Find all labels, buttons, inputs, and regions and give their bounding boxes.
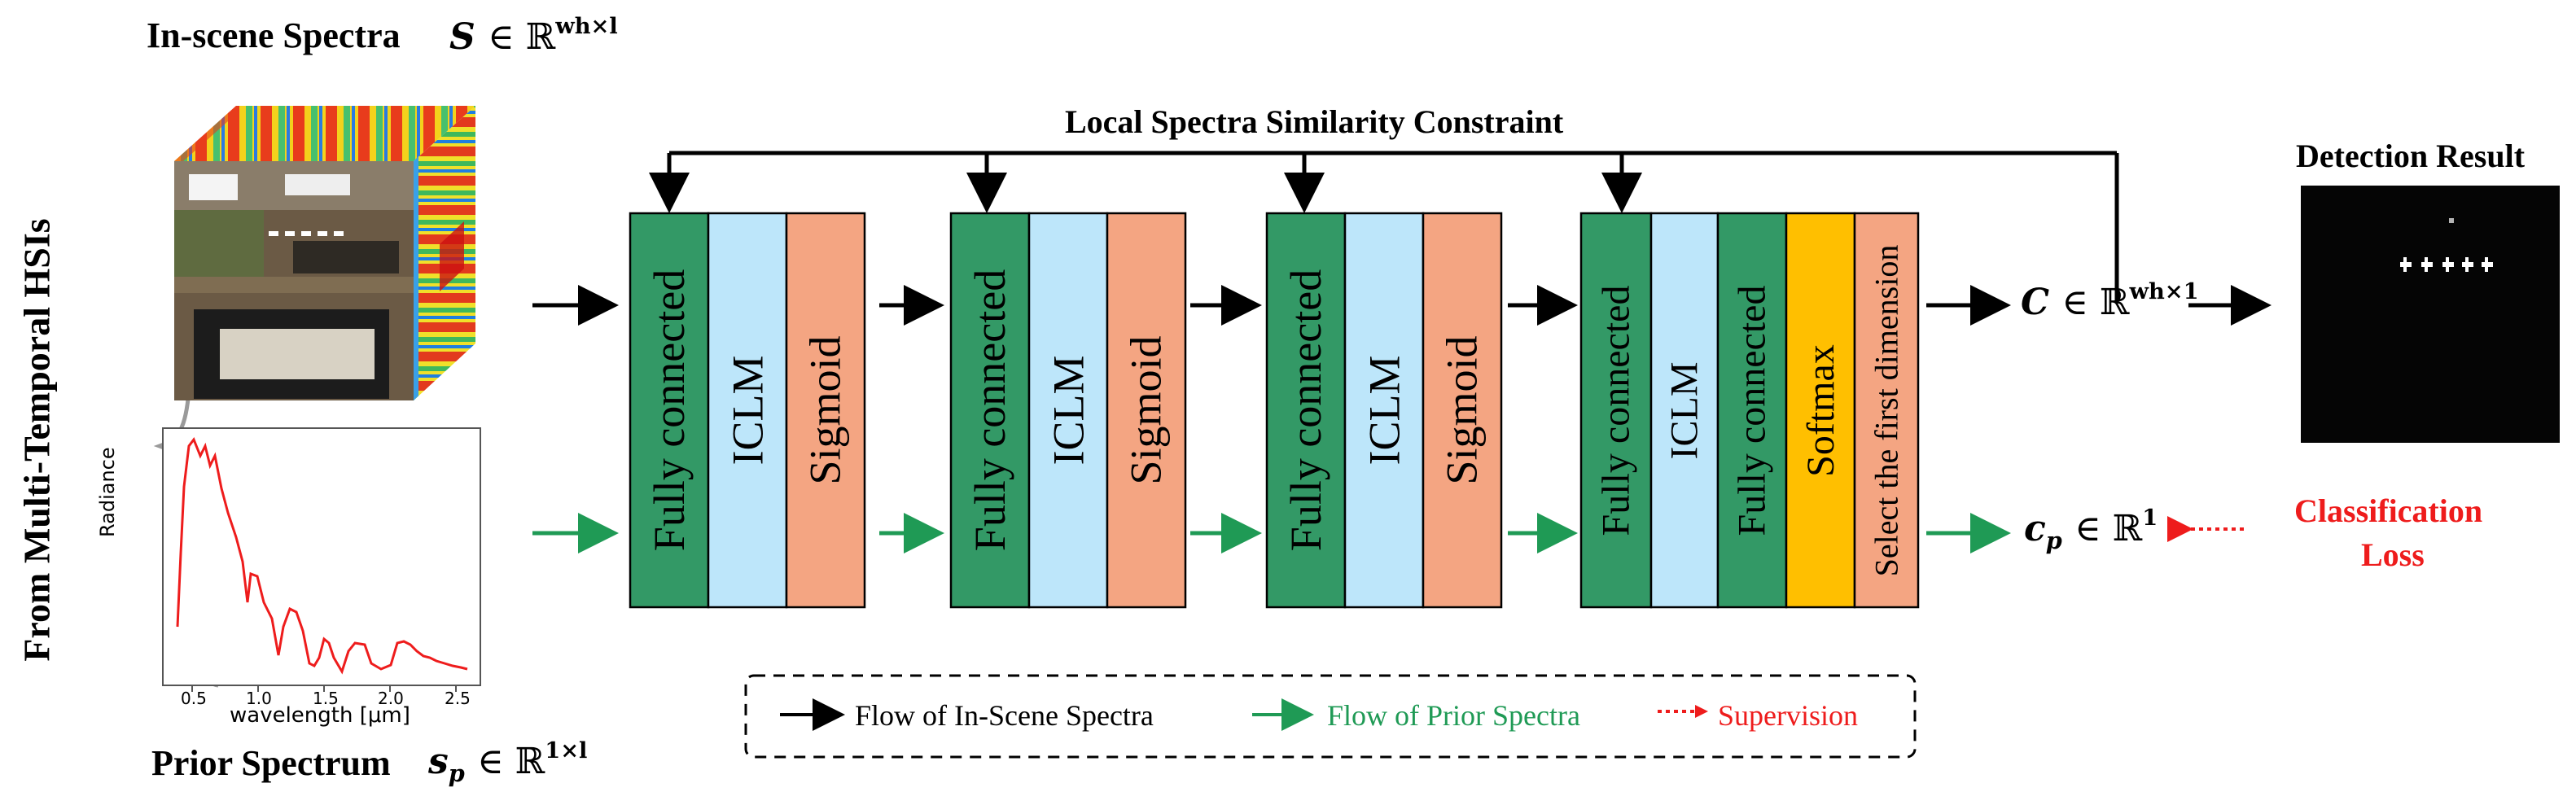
block3-sigmoid-label: Sigmoid [1438,335,1487,485]
loss-label-line1: Classification [2294,492,2483,529]
output-c-label: C ∈ ℝwh×1 [2021,278,2199,324]
tick-1: 1.0 [246,689,272,708]
tick-3: 2.0 [378,689,404,708]
constraint-lines [649,151,2119,303]
legend-box [744,674,1917,759]
block4-softmax-label: Softmax [1798,343,1842,477]
in-scene-title: In-scene Spectra [147,15,401,55]
detection-result-image [2301,186,2560,443]
legend-green-label: Flow of Prior Spectra [1327,699,1580,732]
left-label: From Multi-Temporal HSIs [15,217,58,662]
block3-fc-label: Fully connected [1281,269,1331,552]
block1-iclm-label: ICLM [723,355,772,466]
spectrum-xlabel: wavelength [μm] [230,703,410,728]
block3-iclm-label: ICLM [1360,355,1408,466]
blocks [629,212,1920,609]
block2-fc-label: Fully connected [966,269,1015,552]
block1-fc-label: Fully connected [645,269,694,552]
prior-symbol: sp ∈ ℝ1×l [428,737,588,788]
detection-title: Detection Result [2296,138,2526,174]
legend-red-label: Supervision [1718,699,1859,732]
prior-title: Prior Spectrum [151,743,391,783]
spectrum-curve [176,436,468,675]
constraint-label: Local Spectra Similarity Constraint [1065,103,1564,140]
block4-select-label: Select the first dimension [1868,244,1905,576]
legend-black-label: Flow of In-Scene Spectra [855,699,1154,732]
tick-2: 1.5 [313,689,339,708]
output-cp-label: cp ∈ ℝ1 [2024,505,2158,555]
in-scene-symbol: S ∈ ℝwh×l [449,13,618,59]
prior-spectrum-plot [162,427,481,692]
tick-0: 0.5 [181,689,207,708]
hsi-cube-image [174,106,475,400]
block4-fc1-label: Fully connected [1594,285,1638,536]
block1-sigmoid-label: Sigmoid [801,335,851,485]
tick-4: 2.5 [445,689,471,708]
block4-iclm-label: ICLM [1663,361,1706,459]
loss-label-line2: Loss [2361,536,2425,573]
block4-fc2-label: Fully connected [1730,285,1774,536]
block2-iclm-label: ICLM [1044,355,1093,466]
spectrum-ylabel: Radiance [96,447,119,537]
block2-sigmoid-label: Sigmoid [1122,335,1172,485]
